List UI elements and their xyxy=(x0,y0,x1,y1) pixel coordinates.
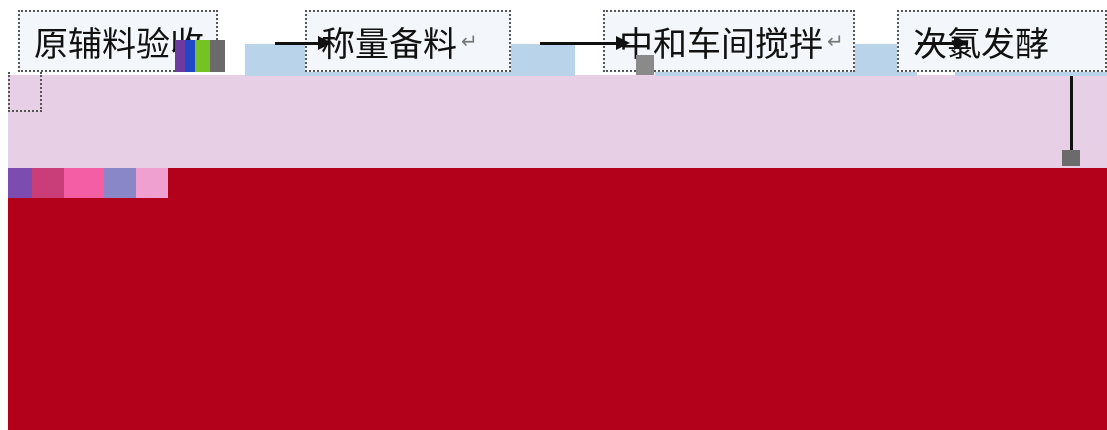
left-bracket xyxy=(8,72,42,112)
glitch-artifact xyxy=(1062,150,1080,166)
pink-background-band xyxy=(8,75,1107,170)
glitch-artifact xyxy=(175,40,225,72)
arrow-line xyxy=(918,42,956,45)
vertical-connector xyxy=(1070,76,1073,158)
arrow-head-icon xyxy=(954,36,968,50)
step-box-fermentation: 次氯发酵 xyxy=(897,10,1107,72)
return-mark: ↵ xyxy=(461,29,478,53)
step-label: 称量备料 xyxy=(321,24,457,65)
red-background-band xyxy=(8,168,1107,430)
step-box-weighing: 称量备料 ↵ xyxy=(305,10,511,72)
step-label: 次氯发酵 xyxy=(913,24,1049,65)
arrow-line xyxy=(275,42,320,45)
return-mark: ↵ xyxy=(827,29,844,53)
arrow-head-icon xyxy=(318,36,332,50)
arrow-line xyxy=(540,42,618,45)
glitch-artifact xyxy=(636,55,654,75)
arrow-head-icon xyxy=(616,36,630,50)
glitch-artifact xyxy=(8,168,168,198)
